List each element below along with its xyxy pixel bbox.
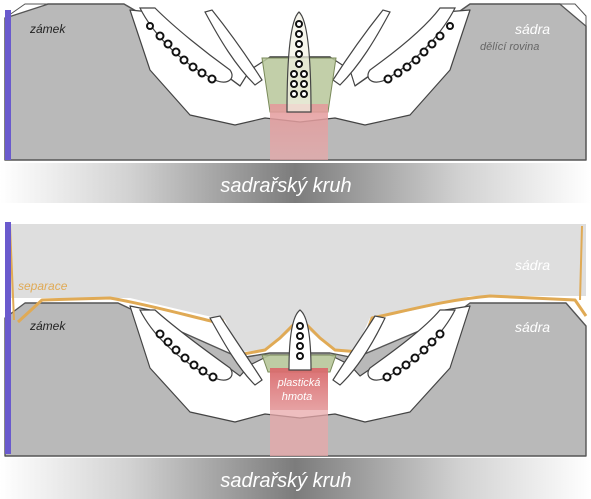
- plastic-label-line1: plastická: [277, 377, 321, 389]
- plastic-label-line2: hmota: [282, 391, 313, 403]
- plaster-label-upper: sádra: [515, 257, 550, 273]
- plastic-mass-bottom: [270, 368, 328, 410]
- plaster-label-lower: sádra: [515, 319, 550, 335]
- panel-top: zámek sádra dělící rovina: [5, 4, 586, 160]
- ring-label-top: sadrařský kruh: [220, 175, 351, 197]
- plastic-sprue-bottom: [270, 410, 328, 456]
- separation-label: separace: [18, 279, 68, 293]
- lock-label-top: zámek: [29, 22, 66, 36]
- parting-plane-label: dělící rovina: [480, 41, 539, 53]
- ring-side-bar-bottom: [5, 222, 11, 454]
- ring-label-bottom: sadrařský kruh: [220, 470, 351, 492]
- panel-bottom: separace zámek sádra sádra plastická hmo…: [5, 222, 586, 456]
- lock-label-bottom: zámek: [29, 319, 66, 333]
- ring-side-bar-top: [5, 10, 11, 160]
- plaster-label-top: sádra: [515, 21, 550, 37]
